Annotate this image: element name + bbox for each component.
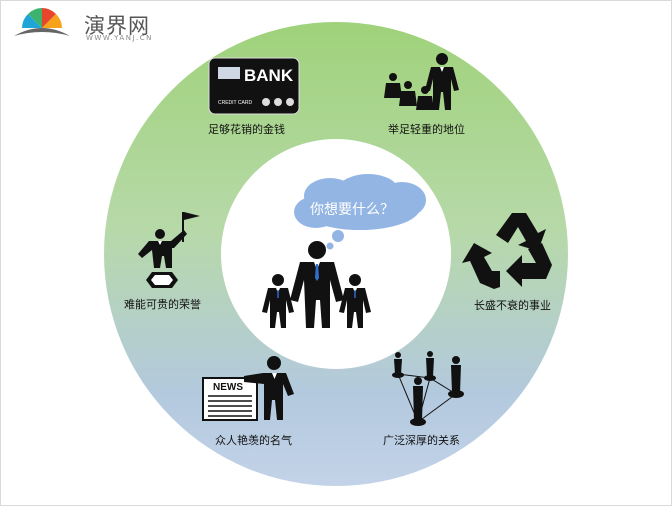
- bank-card-title: BANK: [244, 66, 294, 85]
- business-people-icon: [262, 241, 371, 328]
- inner-circle: [221, 139, 451, 369]
- leader-people-icon: [384, 53, 459, 110]
- item-relations-label: 广泛深厚的关系: [383, 434, 460, 447]
- bank-card-sub: CREDIT CARD: [218, 100, 252, 106]
- recycle-icon: [462, 213, 552, 289]
- item-money-label: 足够花销的金钱: [208, 123, 285, 136]
- logo-subtext: WWW.YANJ.CN: [86, 34, 153, 42]
- news-title: NEWS: [213, 382, 243, 393]
- item-fame-label: 众人艳羡的名气: [215, 434, 292, 447]
- item-honor-label: 难能可贵的荣誉: [124, 298, 201, 311]
- item-career-label: 长盛不衰的事业: [474, 299, 551, 312]
- news-person-icon: NEWS: [202, 356, 294, 421]
- network-icon: [392, 351, 464, 426]
- center-question: 你想要什么？: [310, 202, 394, 218]
- thought-cloud-icon: [294, 174, 426, 250]
- logo-icon: [14, 8, 70, 36]
- site-logo[interactable]: 演界网 WWW.YANJ.CN: [12, 6, 162, 42]
- bank-card-icon: BANK CREDIT CARD: [208, 57, 300, 115]
- item-status-label: 举足轻重的地位: [388, 123, 465, 136]
- flag-podium-icon: [138, 212, 200, 288]
- logo-text: 演界网: [84, 14, 150, 38]
